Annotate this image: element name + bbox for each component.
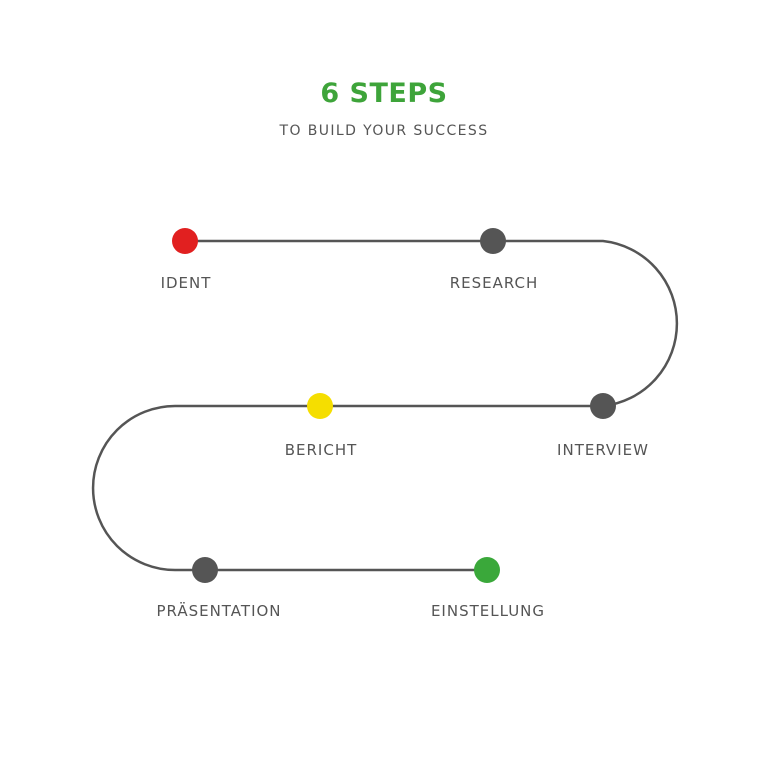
step-node-interview <box>590 393 616 419</box>
step-label-interview: INTERVIEW <box>557 441 649 459</box>
step-label-bericht: BERICHT <box>284 441 358 459</box>
step-label-praesentation: PRÄSENTATION <box>156 602 282 620</box>
step-node-bericht <box>307 393 333 419</box>
step-node-einstellung <box>474 557 500 583</box>
roadmap-path <box>91 239 679 572</box>
page-subtitle: TO BUILD YOUR SUCCESS <box>279 123 489 139</box>
step-node-ident <box>172 228 198 254</box>
step-label-ident: IDENT <box>160 274 212 292</box>
step-node-praesentation <box>192 557 218 583</box>
step-node-research <box>480 228 506 254</box>
page-title: 6 STEPS <box>320 78 448 109</box>
step-label-einstellung: EINSTELLUNG <box>430 602 546 620</box>
step-label-research: RESEARCH <box>449 274 539 292</box>
